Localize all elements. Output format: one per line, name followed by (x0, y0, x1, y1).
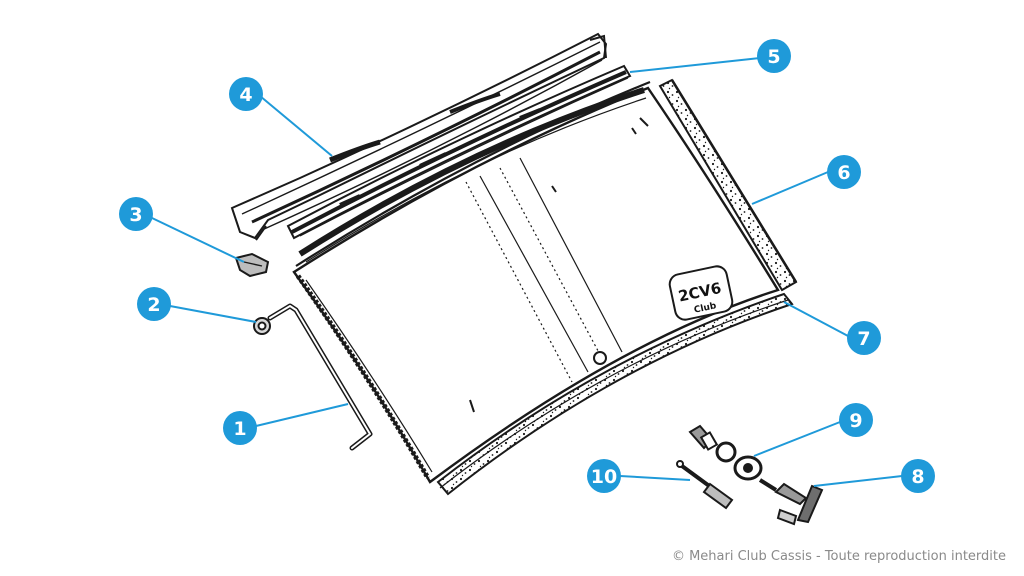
leader-line-5 (629, 57, 761, 73)
callout-6-label: 6 (837, 162, 850, 184)
callout-7: 7 (847, 321, 881, 355)
callout-10: 10 (587, 459, 621, 493)
callout-9-label: 9 (849, 410, 862, 432)
leader-line-2 (169, 305, 257, 323)
nut-part (253, 317, 271, 335)
front-rail-part (436, 292, 794, 496)
callout-4-label: 4 (239, 84, 252, 106)
leader-line-4 (259, 95, 333, 157)
crank-rod-part (267, 303, 373, 451)
callout-10-label: 10 (591, 466, 617, 488)
callout-3: 3 (119, 197, 153, 231)
leader-line-3 (151, 217, 245, 263)
callout-8-label: 8 (911, 466, 924, 488)
leader-line-10 (619, 475, 691, 481)
leader-line-1 (255, 403, 349, 427)
lock-assembly-part (688, 424, 778, 492)
callout-5: 5 (757, 39, 791, 73)
callout-1-label: 1 (233, 418, 246, 440)
callout-8: 8 (901, 459, 935, 493)
t-handle-part (774, 482, 824, 526)
sunroof-panel (292, 80, 780, 484)
callout-5-label: 5 (767, 46, 780, 68)
copyright-notice: © Mehari Club Cassis - Toute reproductio… (671, 549, 1006, 564)
leader-line-9 (753, 421, 841, 457)
callout-1: 1 (223, 411, 257, 445)
logo-line-2: Club (693, 301, 718, 316)
leader-line-6 (751, 171, 829, 205)
callout-2: 2 (137, 287, 171, 321)
callout-4: 4 (229, 77, 263, 111)
callout-7-label: 7 (857, 328, 870, 350)
handle-clip-part (234, 252, 270, 278)
leader-lines (151, 57, 903, 487)
inner-rail-part (286, 64, 632, 240)
top-rail-outer-part (230, 32, 608, 241)
club-logo: 2CV6 Club (668, 265, 734, 321)
callout-3-label: 3 (129, 204, 142, 226)
side-rail-part (658, 78, 798, 292)
callout-2-label: 2 (147, 294, 160, 316)
pin-bolt-part (676, 460, 734, 510)
callout-9: 9 (839, 403, 873, 437)
leader-line-7 (783, 301, 849, 337)
leader-line-8 (813, 475, 903, 487)
callout-6: 6 (827, 155, 861, 189)
